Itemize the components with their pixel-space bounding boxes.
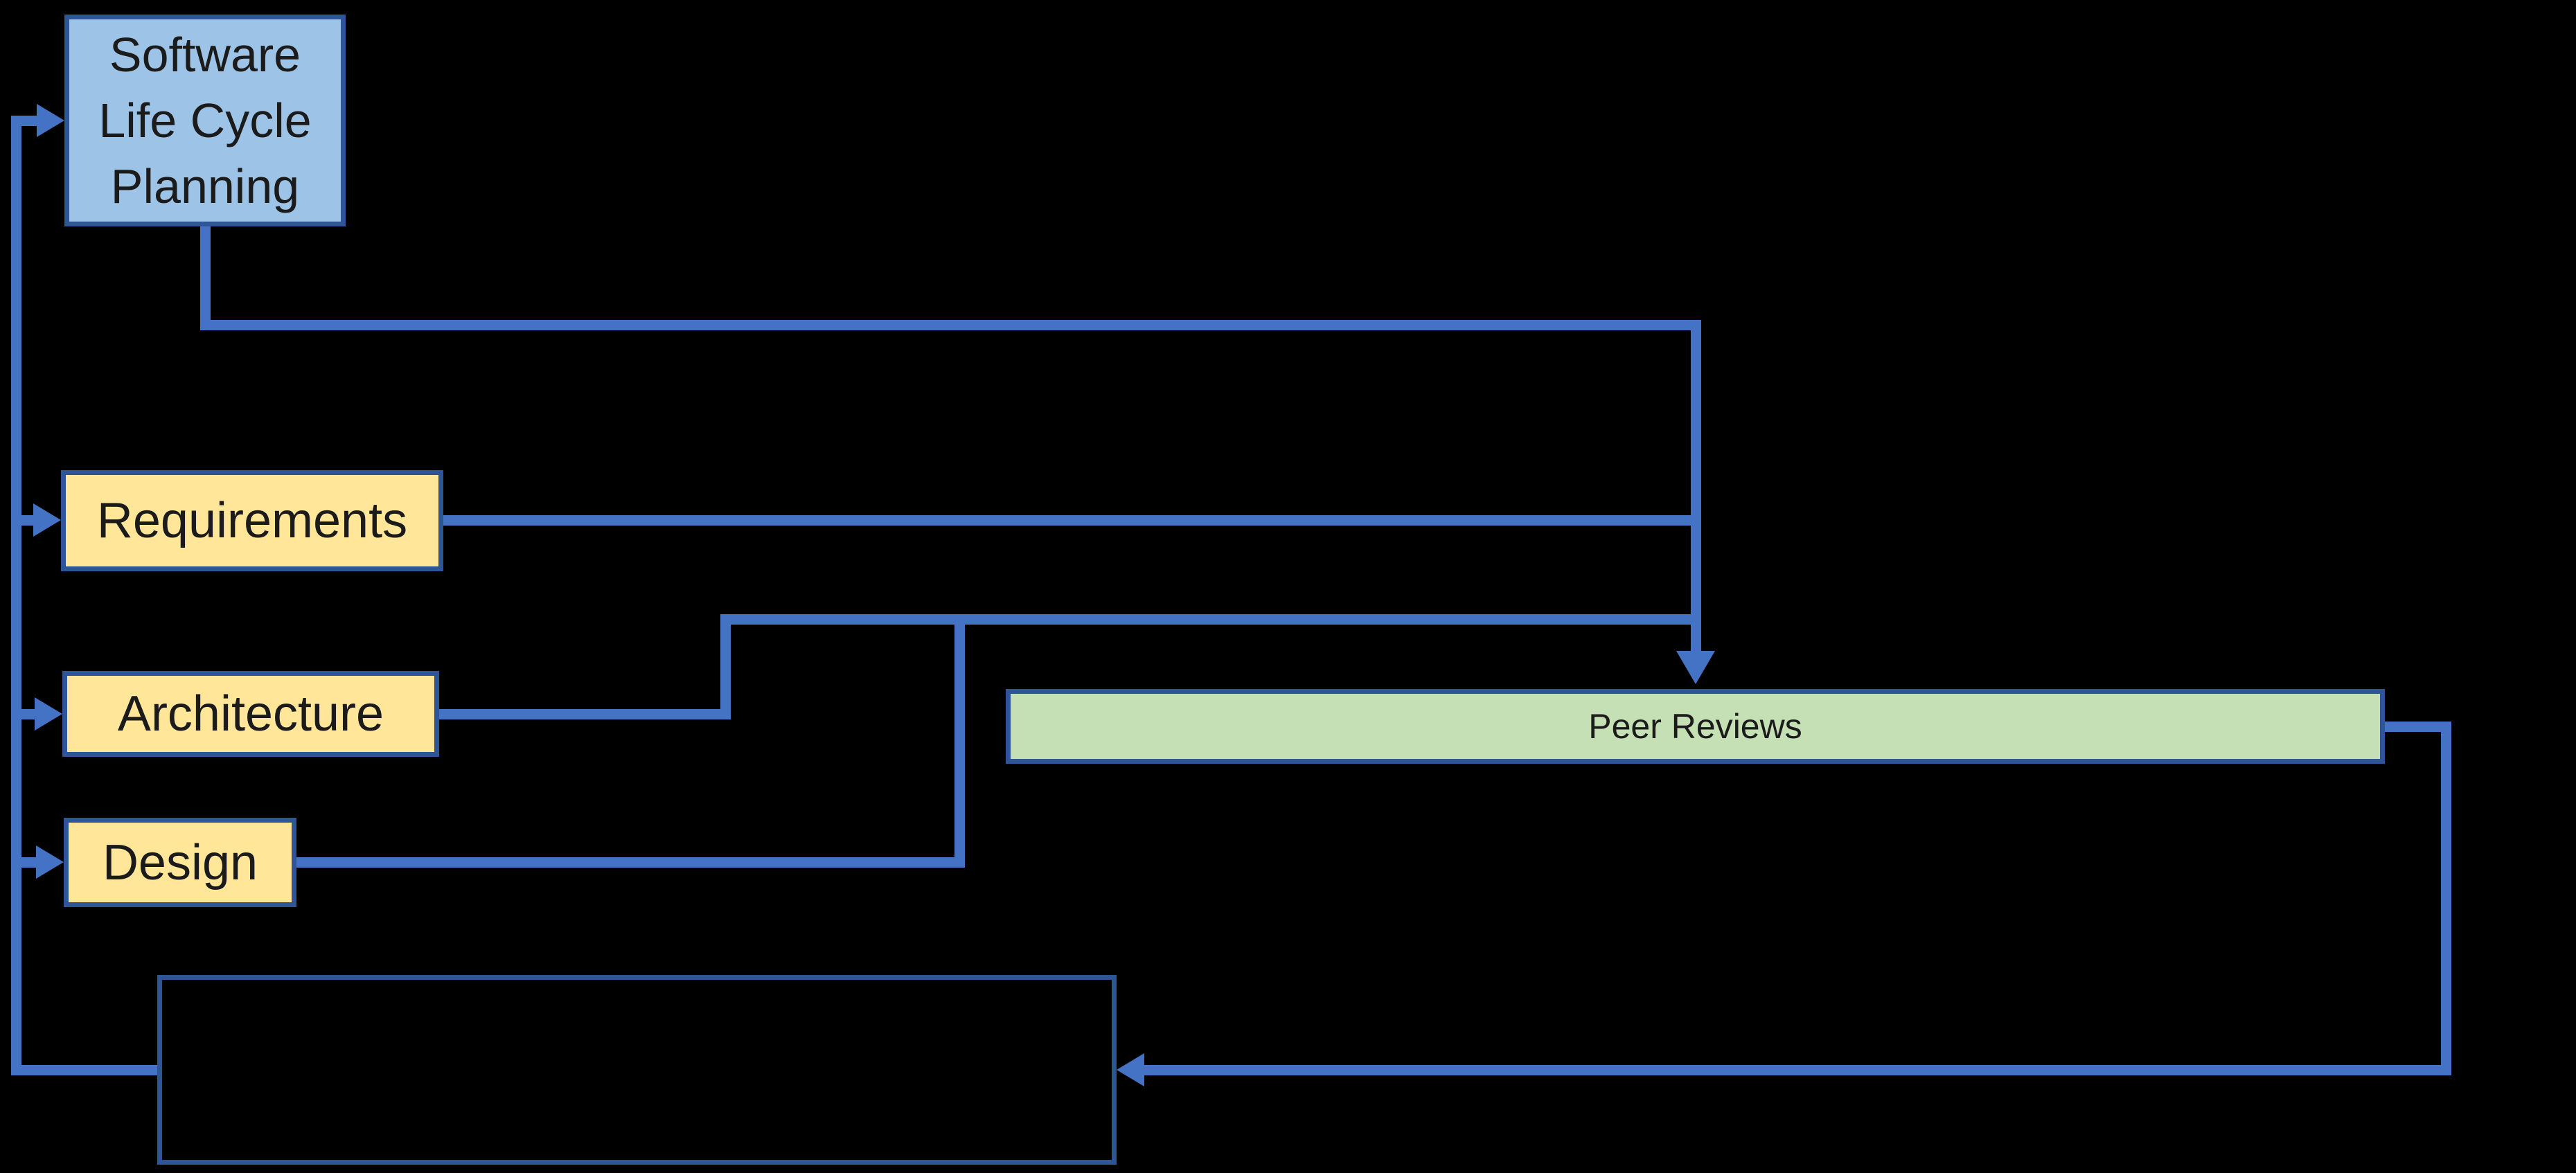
- arrowhead-into-architecture-icon: [35, 697, 62, 731]
- arrowhead-into-peer-reviews-icon: [1676, 651, 1715, 684]
- connector-merge-vertical-segment: [1691, 320, 1701, 651]
- connector-planning-horizontal-segment: [200, 320, 1701, 330]
- connector-right-vertical-segment: [2441, 722, 2451, 1075]
- arrowhead-into-design-icon: [36, 845, 64, 879]
- connector-trunk-to-architecture: [11, 709, 35, 719]
- arrowhead-into-feedback-box-icon: [1117, 1053, 1144, 1086]
- node-feedback-box: [157, 975, 1117, 1165]
- planning-label-line3: Planning: [110, 159, 300, 213]
- architecture-label: Architecture: [117, 686, 384, 742]
- connector-merged-horizontal-segment: [720, 614, 1701, 625]
- node-design: Design: [64, 818, 296, 907]
- connector-requirements-horizontal-segment: [443, 515, 1701, 526]
- connector-architecture-horizontal-segment: [439, 709, 731, 719]
- node-architecture: Architecture: [62, 671, 439, 757]
- design-label: Design: [102, 834, 258, 890]
- node-software-life-cycle-planning: Software Life Cycle Planning: [64, 15, 346, 226]
- connector-architecture-riser-segment: [720, 614, 731, 719]
- node-peer-reviews: Peer Reviews: [1006, 689, 2385, 764]
- connector-trunk-to-design: [11, 857, 36, 868]
- arrowhead-into-requirements-icon: [33, 503, 61, 537]
- connector-trunk-to-planning: [11, 116, 37, 126]
- connector-peer-out-segment: [2385, 722, 2451, 732]
- feedback-trunk-vertical-line: [11, 116, 21, 1075]
- node-requirements: Requirements: [61, 470, 443, 571]
- connector-planning-down-segment: [200, 226, 211, 330]
- connector-trunk-to-requirements: [11, 515, 33, 526]
- arrowhead-into-planning-icon: [37, 104, 64, 137]
- connector-bottom-horizontal-segment: [1144, 1065, 2451, 1075]
- connector-design-horizontal-segment: [296, 857, 965, 868]
- connector-feedbackbox-to-trunk: [11, 1065, 157, 1075]
- peer-reviews-label: Peer Reviews: [1588, 707, 1802, 746]
- requirements-label: Requirements: [96, 493, 408, 548]
- connector-design-riser-segment: [954, 614, 965, 868]
- planning-label-line2: Life Cycle: [98, 93, 312, 147]
- planning-label-line1: Software: [109, 27, 301, 82]
